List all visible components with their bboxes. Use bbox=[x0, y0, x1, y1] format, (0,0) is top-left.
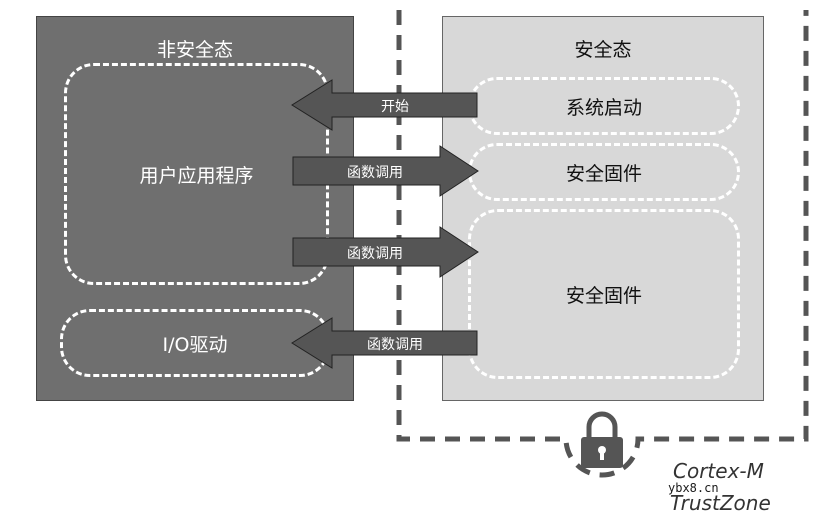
system-boot-region: 系统启动 bbox=[468, 77, 740, 135]
start-arrow bbox=[291, 79, 478, 131]
secure-state-panel: 安全态 系统启动 安全固件 安全固件 bbox=[442, 16, 764, 401]
secure-firmware-label-1: 安全固件 bbox=[565, 162, 642, 185]
nonsecure-state-panel: 非安全态 用户应用程序 I/O驱动 bbox=[36, 16, 354, 401]
lock-icon bbox=[581, 411, 623, 468]
secure-title: 安全态 bbox=[574, 39, 632, 61]
function-call-arrow-1 bbox=[292, 145, 479, 197]
trustzone-label: TrustZone bbox=[670, 491, 771, 515]
secure-firmware-label-2: 安全固件 bbox=[565, 284, 642, 307]
secure-firmware-region-1: 安全固件 bbox=[468, 143, 740, 201]
function-call-label-1: 函数调用 bbox=[347, 165, 403, 181]
function-call-arrow-2 bbox=[292, 226, 479, 278]
io-driver-label: I/O驱动 bbox=[162, 333, 228, 356]
system-boot-label: 系统启动 bbox=[565, 96, 642, 119]
start-arrow-label: 开始 bbox=[381, 99, 409, 115]
watermark: ybx8.cn bbox=[668, 481, 719, 495]
nonsecure-title: 非安全态 bbox=[156, 39, 233, 61]
function-call-label-3: 函数调用 bbox=[367, 337, 423, 353]
user-application-label: 用户应用程序 bbox=[139, 164, 254, 187]
function-call-label-2: 函数调用 bbox=[347, 246, 403, 262]
function-call-arrow-3 bbox=[291, 317, 478, 369]
cortex-m-label: Cortex-M bbox=[673, 459, 764, 483]
secure-firmware-region-2: 安全固件 bbox=[468, 209, 740, 379]
